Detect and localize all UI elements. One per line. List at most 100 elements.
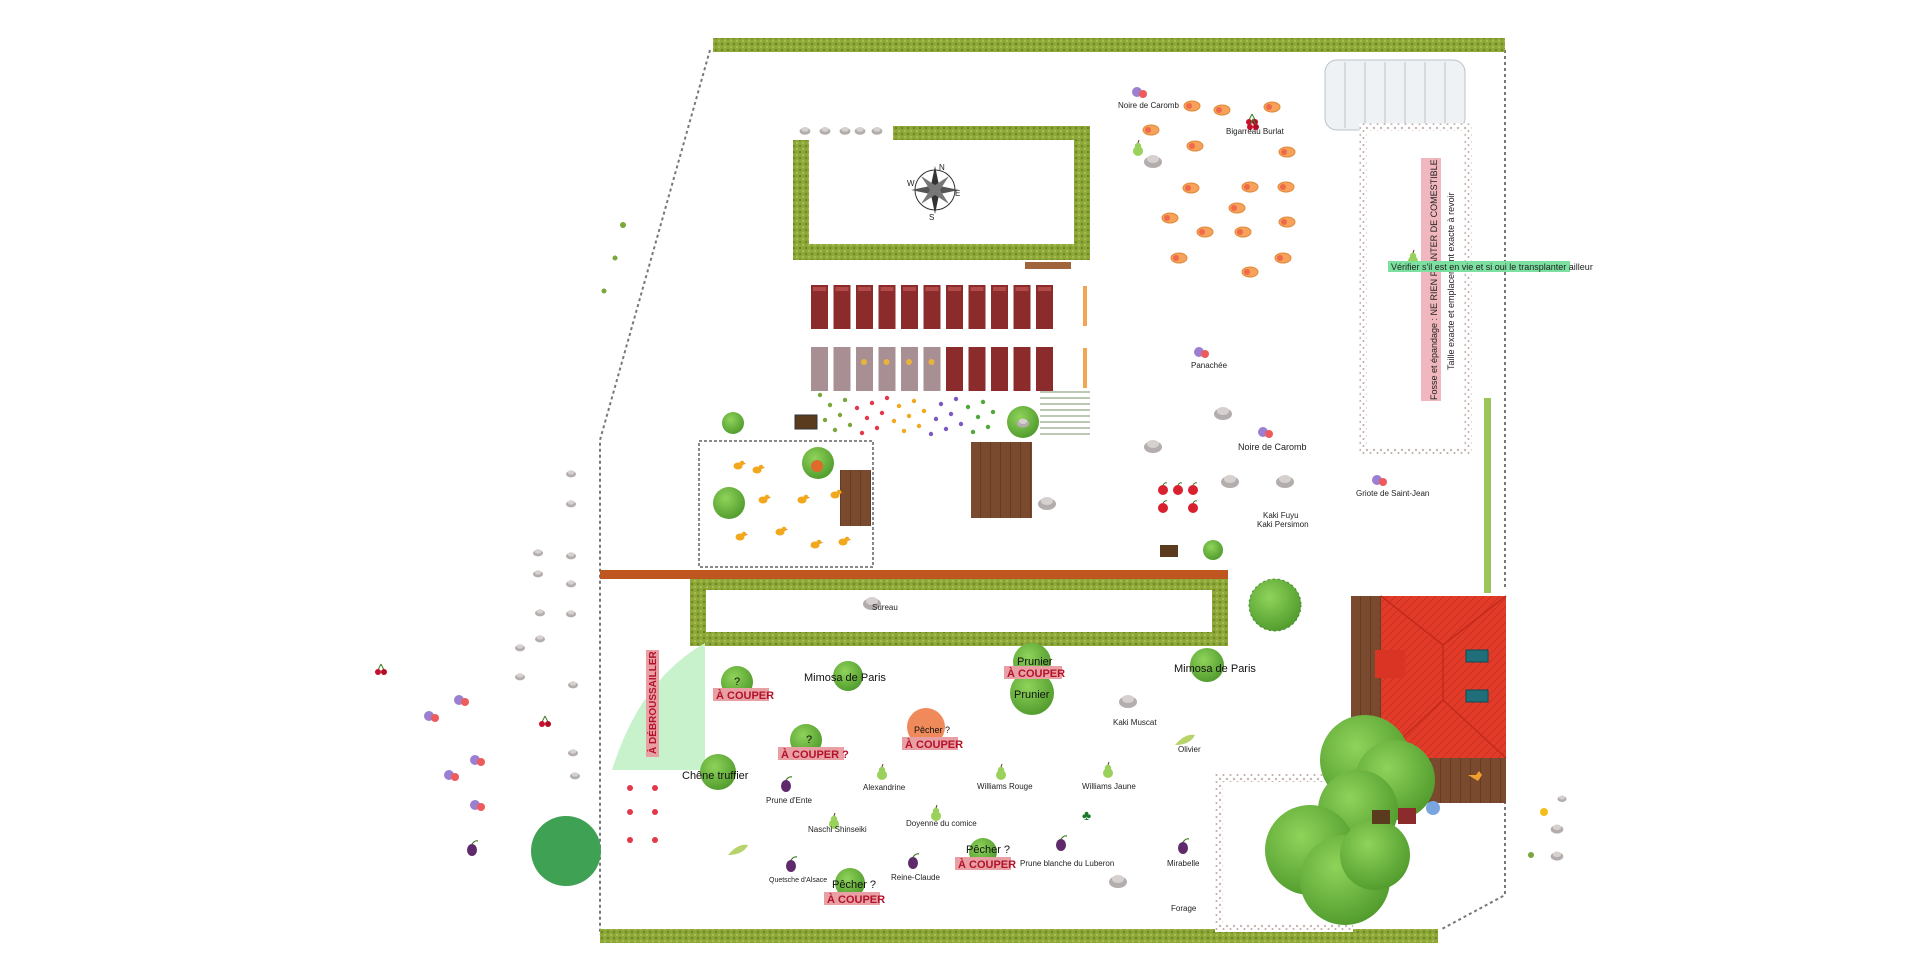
svg-text:E: E	[955, 189, 960, 198]
svg-text:Prune blanche du Luberon: Prune blanche du Luberon	[1020, 859, 1114, 868]
peach-icon	[1142, 124, 1160, 136]
chicken-run-fence	[698, 440, 874, 568]
svg-text:À COUPER: À COUPER	[1007, 667, 1065, 680]
raised-bed	[1036, 285, 1053, 329]
chicken-icon	[775, 526, 788, 536]
hedge-top	[713, 38, 1505, 52]
svg-text:À DÉBROUSSAILLER: À DÉBROUSSAILLER	[646, 650, 659, 754]
raised-bed	[968, 347, 986, 391]
svg-text:À COUPER: À COUPER	[905, 738, 963, 751]
septic-zone	[1359, 123, 1472, 455]
svg-text:À COUPER: À COUPER	[716, 689, 774, 702]
svg-text:Prunier: Prunier	[1017, 656, 1053, 668]
trellis	[1040, 391, 1090, 435]
raised-bed	[968, 285, 986, 329]
svg-text:Noire de Caromb: Noire de Caromb	[1238, 442, 1307, 452]
svg-text:Williams Jaune: Williams Jaune	[1082, 782, 1136, 791]
plum-icon	[1055, 835, 1068, 852]
chicken-icon	[838, 536, 851, 546]
pear-icon	[876, 763, 888, 781]
orange-stake	[1083, 348, 1087, 388]
hedge-box-right	[1074, 126, 1090, 260]
svg-text:À COUPER: À COUPER	[958, 858, 1016, 871]
pear-icon	[1102, 761, 1114, 779]
peach-icon	[1213, 104, 1231, 116]
round-shrub	[1248, 578, 1302, 632]
svg-text:À COUPER ?: À COUPER ?	[781, 748, 849, 761]
septic-warning-note: Fosse et épandage : NE RIEN PLANTER DE C…	[1421, 158, 1456, 401]
svg-text:Kaki Fuyu: Kaki Fuyu	[1263, 511, 1299, 520]
peach-icon	[1234, 226, 1252, 238]
svg-text:S: S	[929, 213, 934, 222]
raised-bed	[856, 285, 873, 329]
peach-icon	[1278, 146, 1296, 158]
plum-icon	[780, 776, 793, 793]
svg-text:Alexandrine: Alexandrine	[863, 783, 906, 792]
plant-labels: Noire de Caromb Bigarreau Burlat Panaché…	[682, 101, 1429, 913]
fosse-note: Fosse et épandage : NE RIEN PLANTER DE C…	[1429, 159, 1439, 400]
cut-tags: À COUPER À COUPER À COUPER ? À COUPER À …	[713, 666, 1065, 906]
peach-icon	[1186, 140, 1204, 152]
raised-bed	[1013, 285, 1031, 329]
svg-text:W: W	[907, 179, 915, 188]
pear-icon	[995, 763, 1007, 781]
svg-text:Sureau: Sureau	[872, 603, 898, 612]
fruit-icons: ♣	[374, 87, 1419, 888]
pond	[531, 816, 601, 886]
strawberry-patch	[627, 785, 658, 843]
cherry-icon	[1245, 113, 1259, 126]
zone-to-clear-label: À DÉBROUSSAILLER	[646, 650, 659, 757]
svg-text:Doyenne du comice: Doyenne du comice	[906, 819, 977, 828]
peach-icon	[1274, 252, 1292, 264]
svg-text:Williams Rouge: Williams Rouge	[977, 782, 1033, 791]
seedling-area	[817, 392, 996, 437]
chicken-icon	[733, 460, 746, 470]
raised-bed	[878, 285, 896, 329]
plum-icon	[466, 840, 479, 857]
hedge-box-top	[893, 126, 1089, 140]
peach-icon	[1161, 212, 1179, 224]
svg-text:Kaki Persimon: Kaki Persimon	[1257, 520, 1309, 529]
svg-text:Noire de Caromb: Noire de Caromb	[1118, 101, 1179, 110]
chicken-icon	[752, 464, 765, 474]
raised-beds-row-1	[811, 285, 1053, 329]
plum-icon	[907, 853, 920, 870]
chicken-run-trees	[713, 412, 834, 519]
cat-icon	[1468, 771, 1482, 781]
hedge-right-vertical	[1484, 398, 1491, 593]
peach-icon	[1263, 101, 1281, 113]
svg-text:Quetsche d'Alsace: Quetsche d'Alsace	[769, 877, 827, 884]
hedge-box-bottom	[793, 244, 1089, 260]
svg-text:Mirabelle: Mirabelle	[1167, 859, 1200, 868]
flower-icon	[1426, 801, 1440, 815]
greenhouse-icon	[1324, 59, 1466, 131]
left-fence-plants	[515, 222, 626, 780]
bench	[1025, 262, 1071, 269]
svg-text:Kaki Muscat: Kaki Muscat	[1113, 718, 1157, 727]
compost-box	[794, 414, 818, 430]
svg-text:♣: ♣	[1082, 807, 1091, 823]
peach-icon	[1183, 100, 1201, 112]
raised-bed	[901, 347, 918, 391]
raised-bed	[811, 347, 828, 391]
svg-text:Pêcher ?: Pêcher ?	[914, 725, 950, 735]
svg-text:Reine-Claude: Reine-Claude	[891, 873, 940, 882]
raised-bed	[856, 347, 873, 391]
svg-text:Griote de Saint-Jean: Griote de Saint-Jean	[1356, 489, 1429, 498]
raised-bed	[833, 285, 851, 329]
chicken-icon	[735, 531, 748, 541]
peach-icon	[1277, 181, 1295, 193]
stump-row	[799, 127, 883, 135]
svg-text:Naschi Shinseiki: Naschi Shinseiki	[808, 825, 867, 834]
svg-text:N: N	[939, 163, 945, 172]
svg-text:À COUPER: À COUPER	[827, 893, 885, 906]
svg-text:Olivier: Olivier	[1178, 745, 1201, 754]
svg-text:Prune d'Ente: Prune d'Ente	[766, 796, 813, 805]
raised-bed	[923, 347, 941, 391]
hedge-mid-left	[690, 578, 706, 646]
raised-bed	[878, 347, 896, 391]
svg-text:Pêcher ?: Pêcher ?	[966, 844, 1010, 856]
orange-path	[600, 570, 1228, 579]
raised-bed	[1036, 347, 1053, 391]
